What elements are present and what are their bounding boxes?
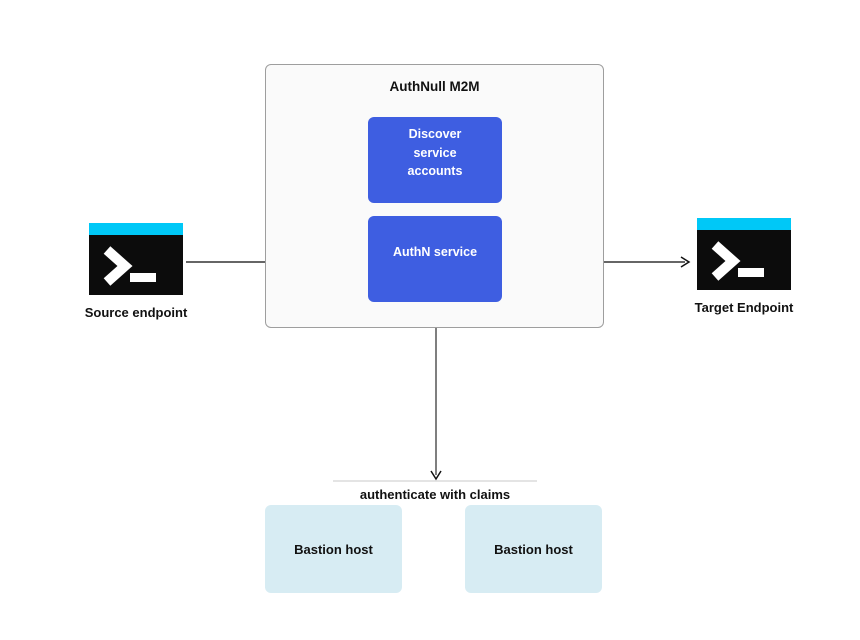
node-label: Discover service accounts <box>407 126 463 179</box>
terminal-icon <box>697 218 791 290</box>
node-bastion-host-left: Bastion host <box>265 505 402 593</box>
node-source-endpoint: Source endpoint <box>81 223 191 320</box>
node-discover-service-accounts: Discover service accounts <box>368 117 502 203</box>
node-label: Bastion host <box>494 541 573 557</box>
group-title: AuthNull M2M <box>389 79 480 94</box>
target-endpoint-label: Target Endpoint <box>694 300 794 315</box>
node-bastion-host-right: Bastion host <box>465 505 602 593</box>
edge-authn-to-bastion <box>333 303 537 482</box>
node-label: AuthN service <box>392 244 478 259</box>
source-endpoint-label: Source endpoint <box>84 305 188 320</box>
node-target-endpoint: Target Endpoint <box>689 218 799 315</box>
node-label: Bastion host <box>294 541 373 557</box>
edge-label-authenticate-with-claims: authenticate with claims <box>359 487 511 502</box>
node-authn-service: AuthN service <box>368 216 502 302</box>
terminal-icon <box>89 223 183 295</box>
